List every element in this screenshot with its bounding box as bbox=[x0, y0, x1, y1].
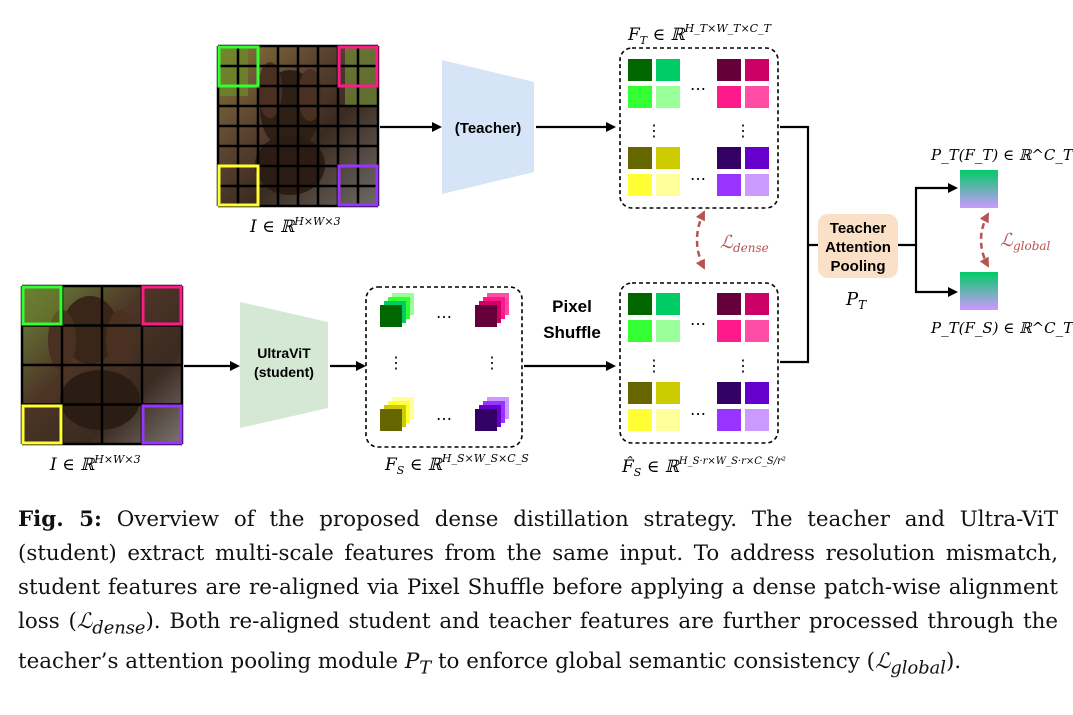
caption-text-3: to enforce global semantic consistency ( bbox=[431, 649, 875, 675]
fs-label: FS ∈ ℝH_S×W_S×C_S bbox=[384, 452, 529, 477]
svg-text:⋮: ⋮ bbox=[484, 353, 500, 372]
global-loss-arrow bbox=[979, 212, 990, 268]
teacher-input-image bbox=[216, 44, 380, 208]
caption-loss-dense-sub: dense bbox=[92, 617, 146, 639]
caption-loss-global: ℒ bbox=[874, 649, 891, 675]
svg-text:⋮: ⋮ bbox=[388, 353, 404, 372]
ft-label: FT ∈ ℝH_T×W_T×C_T bbox=[627, 22, 773, 47]
student-input-label: I ∈ ℝH×W×3 bbox=[49, 453, 141, 475]
svg-text:⋮: ⋮ bbox=[735, 356, 751, 375]
svg-text:⋮: ⋮ bbox=[646, 356, 662, 375]
teacher-attention-pooling: Teacher Attention Pooling bbox=[818, 214, 898, 278]
pt-fs-vector bbox=[960, 272, 998, 310]
ft-feature-grid: … … ⋮ ⋮ bbox=[619, 47, 779, 209]
student-encoder-label-2: (student) bbox=[254, 364, 314, 380]
caption-text-1: Overview of the proposed dense distillat… bbox=[18, 507, 1058, 634]
connector-pool-branch bbox=[898, 183, 958, 247]
pool-label-2: Attention bbox=[825, 239, 891, 256]
connector-fs-hat-to-pool bbox=[780, 245, 810, 364]
connector-ft-to-pool bbox=[780, 125, 818, 247]
pixel-shuffle-label-2: Shuffle bbox=[543, 323, 601, 342]
svg-text:…: … bbox=[690, 400, 706, 419]
student-input-image bbox=[20, 284, 184, 446]
teacher-encoder: (Teacher) bbox=[442, 60, 534, 194]
connector-pool-branch-lower bbox=[914, 245, 958, 297]
caption-text-2: ). Both re-aligned student and teacher f… bbox=[18, 609, 1059, 675]
pt-ft-vector bbox=[960, 170, 998, 208]
global-loss-label: ℒglobal bbox=[1000, 230, 1051, 253]
figure-caption: Fig. 5: Overview of the proposed dense d… bbox=[18, 503, 1058, 686]
dense-loss-label: ℒdense bbox=[720, 232, 769, 255]
caption-text-4: ). bbox=[945, 649, 962, 675]
teacher-input-label: I ∈ ℝH×W×3 bbox=[249, 215, 341, 237]
svg-text:…: … bbox=[690, 75, 706, 94]
svg-text:…: … bbox=[690, 310, 706, 329]
fs-hat-feature-grid: … … ⋮ ⋮ bbox=[619, 282, 779, 444]
fs-hat-label: F̂S ∈ ℝH_S·r×W_S·r×C_S/r² bbox=[621, 456, 786, 479]
pt-ft-label: P_T(F_T) ∈ ℝ^C_T bbox=[930, 146, 1073, 164]
student-encoder-label-1: UltraViT bbox=[257, 345, 311, 361]
pool-label-1: Teacher bbox=[830, 220, 887, 237]
caption-pool-sub: T bbox=[419, 657, 432, 679]
pt-symbol-label: PT bbox=[845, 289, 867, 312]
caption-pool-sym: P bbox=[404, 649, 420, 675]
caption-loss-global-sub: global bbox=[890, 657, 946, 679]
teacher-encoder-label: (Teacher) bbox=[455, 120, 521, 137]
svg-text:…: … bbox=[436, 405, 452, 424]
svg-text:…: … bbox=[436, 303, 452, 322]
svg-text:⋮: ⋮ bbox=[735, 121, 751, 140]
distillation-diagram: I ∈ ℝH×W×3 (Teacher) FT ∈ ℝH_T×W_T×C_T …… bbox=[20, 22, 1073, 479]
caption-loss-dense: ℒ bbox=[76, 609, 93, 634]
svg-text:⋮: ⋮ bbox=[646, 121, 662, 140]
pool-label-3: Pooling bbox=[831, 258, 886, 275]
pt-fs-label: P_T(F_S) ∈ ℝ^C_T bbox=[930, 319, 1073, 337]
fs-feature-grid: … … ⋮ ⋮ bbox=[365, 286, 523, 448]
dense-loss-arrow bbox=[695, 210, 706, 270]
pixel-shuffle-label-1: Pixel bbox=[552, 297, 592, 316]
student-encoder: UltraViT (student) bbox=[240, 302, 328, 428]
caption-fig-label: Fig. 5: bbox=[18, 507, 102, 532]
svg-text:…: … bbox=[690, 165, 706, 184]
